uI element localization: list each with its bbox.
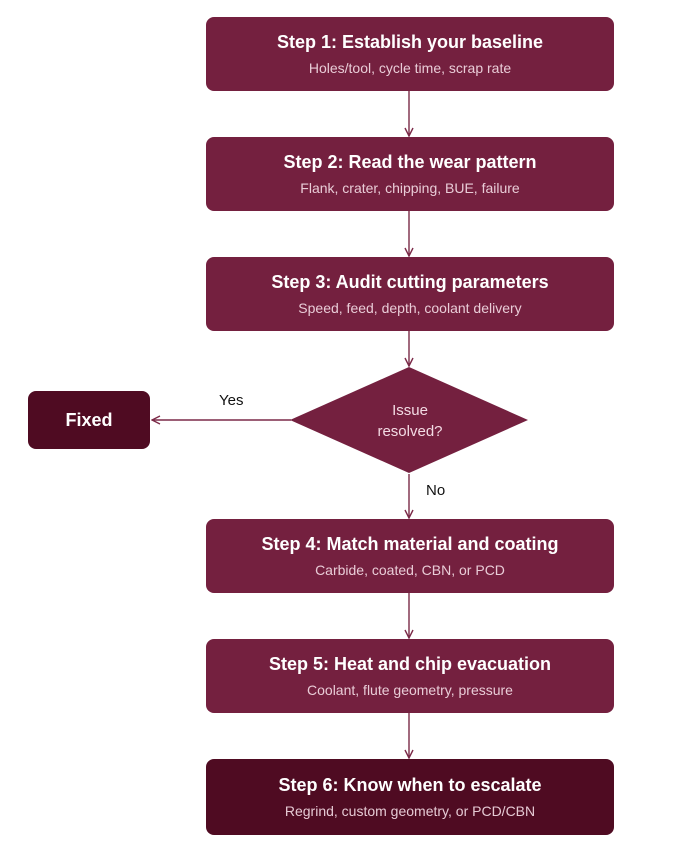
step-5-subtitle: Coolant, flute geometry, pressure: [307, 682, 513, 698]
step-6-title: Step 6: Know when to escalate: [278, 775, 542, 795]
step-5-title: Step 5: Heat and chip evacuation: [268, 654, 552, 674]
step-3-subtitle: Speed, feed, depth, coolant delivery: [298, 300, 522, 316]
step-2-subtitle: Flank, crater, chipping, BUE, failure: [300, 180, 520, 196]
step-4-title: Step 4: Match material and coating: [261, 534, 559, 554]
step-4-subtitle: Carbide, coated, CBN, or PCD: [315, 562, 505, 578]
fixed-box: Fixed: [28, 391, 150, 449]
step-1-subtitle: Holes/tool, cycle time, scrap rate: [308, 60, 512, 76]
decision-label-line-1: Issue: [392, 402, 428, 419]
step-6-box: Step 6: Know when to escalate Regrind, c…: [206, 759, 614, 835]
step-4-box: Step 4: Match material and coating Carbi…: [206, 519, 614, 593]
step-2-title: Step 2: Read the wear pattern: [283, 152, 537, 172]
no-branch-label: No: [426, 482, 446, 499]
decision-label-line-2: resolved?: [377, 423, 443, 440]
step-5-box: Step 5: Heat and chip evacuation Coolant…: [206, 639, 614, 713]
step-3-title: Step 3: Audit cutting parameters: [271, 272, 549, 292]
step-6-subtitle: Regrind, custom geometry, or PCD/CBN: [284, 803, 536, 819]
yes-branch-label: Yes: [219, 392, 244, 409]
decision-diamond: [290, 367, 528, 473]
step-1-title: Step 1: Establish your baseline: [276, 32, 544, 52]
step-1-box: Step 1: Establish your baseline Holes/to…: [206, 17, 614, 91]
step-2-box: Step 2: Read the wear pattern Flank, cra…: [206, 137, 614, 211]
fixed-label: Fixed: [65, 409, 113, 430]
decision-label: Issue resolved?: [330, 400, 490, 442]
step-3-box: Step 3: Audit cutting parameters Speed, …: [206, 257, 614, 331]
